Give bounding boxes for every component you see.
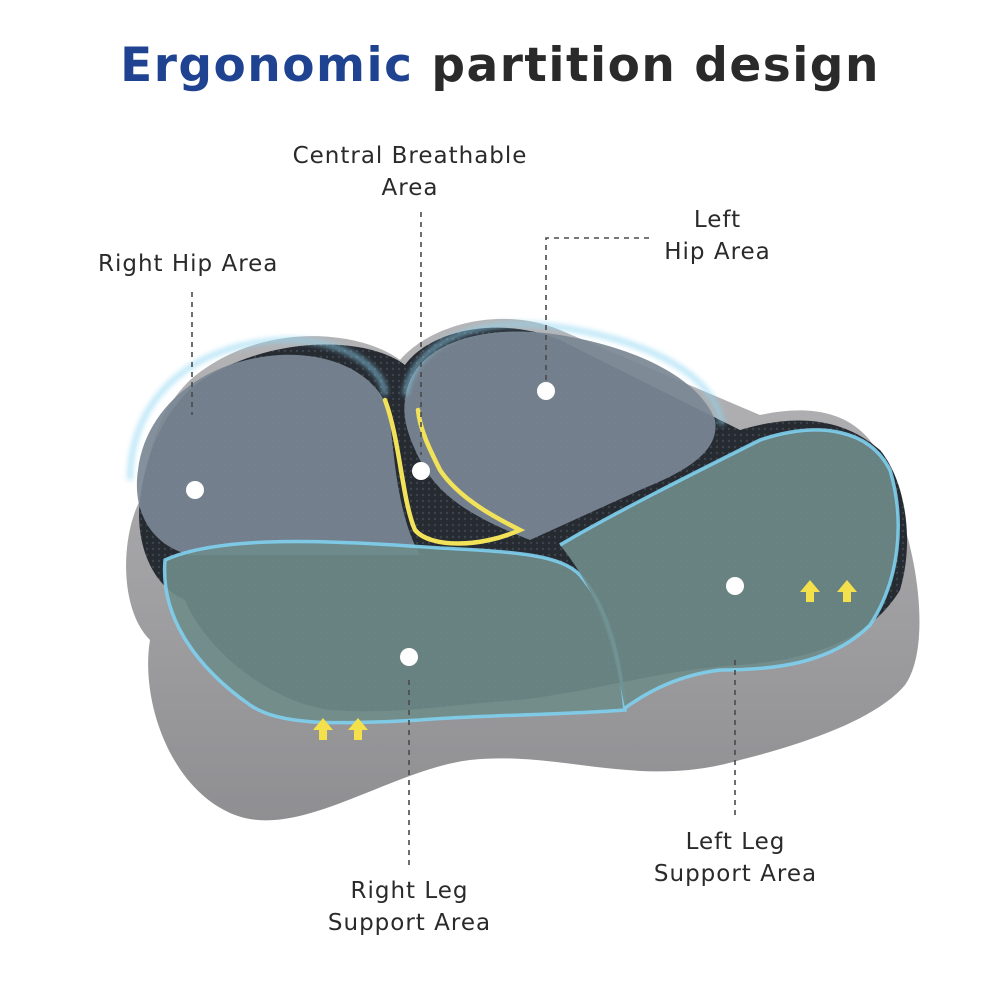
left-leg-dot-icon (726, 577, 744, 595)
page-title: Ergonomic partition design (0, 38, 1000, 93)
leader-lines (191, 212, 736, 865)
right-leg-outline (162, 539, 627, 725)
right-hip-zone (136, 354, 420, 555)
left-hip-zone (404, 331, 716, 540)
right-hip-outline (128, 337, 387, 481)
up-arrow-icon (313, 580, 857, 740)
central-breathable-label: Central Breathable Area (290, 140, 530, 204)
right-leg-line2: Support Area (327, 910, 492, 936)
right-leg-zone (164, 541, 625, 723)
central-breathable-highlight (382, 397, 526, 546)
left-hip-outline (403, 322, 724, 426)
right-leg-label: Right Leg Support Area (322, 875, 497, 939)
left-leg-outline (559, 428, 900, 710)
right-leg-line1: Right Leg (350, 878, 469, 904)
left-leg-label: Left Leg Support Area (648, 826, 823, 890)
right-hip-dot-icon (186, 481, 204, 499)
central-dot-icon (412, 462, 430, 480)
left-hip-dot-icon (537, 382, 555, 400)
title-rest: partition design (431, 38, 880, 93)
left-hip-line2: Hip Area (664, 239, 771, 265)
left-hip-line1: Left (693, 207, 742, 233)
left-hip-label: Left Hip Area (655, 204, 780, 268)
right-hip-line1: Right Hip Area (98, 251, 279, 277)
title-accent: Ergonomic (120, 38, 414, 93)
left-leg-line2: Support Area (653, 861, 818, 887)
right-leg-dot-icon (400, 648, 418, 666)
central-breathable-line1: Central Breathable (292, 143, 528, 169)
left-leg-line1: Left Leg (685, 829, 786, 855)
central-breathable-line2: Area (381, 175, 439, 201)
right-hip-label: Right Hip Area (98, 248, 278, 280)
